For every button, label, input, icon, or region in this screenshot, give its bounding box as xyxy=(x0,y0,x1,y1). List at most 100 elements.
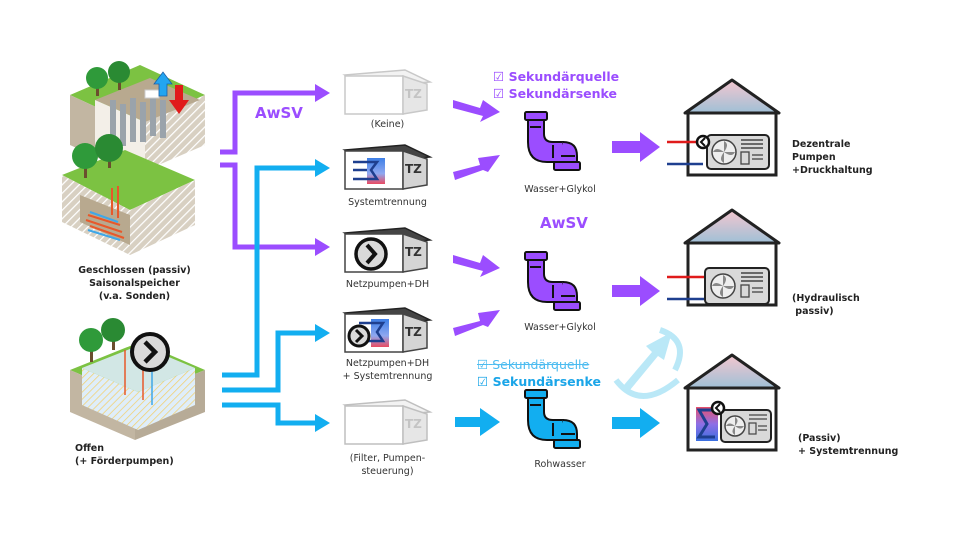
checklist-item: ☑ Sekundärsenke xyxy=(493,85,619,102)
tz-badge: TZ xyxy=(405,325,422,339)
arrow-glycol-to-decentral xyxy=(612,132,660,162)
arrow-tz-none-to-glycol xyxy=(453,100,500,122)
glycol-1-checklist: ☑ Sekundärquelle ☑ Sekundärsenke xyxy=(493,68,619,102)
pump-icon xyxy=(710,400,726,416)
optional-raw-to-hydraulic xyxy=(613,327,683,399)
arrowhead xyxy=(315,159,330,177)
heat-up-arrow-icon xyxy=(153,71,173,97)
checklist-text: Sekundärquelle xyxy=(508,69,620,84)
building-decentral-label: Dezentrale Pumpen +Druckhaltung xyxy=(792,138,873,177)
label-line: Offen xyxy=(75,443,104,454)
heat-exchanger-icon xyxy=(353,158,385,184)
arrow-tz-pump-system-to-glycol xyxy=(453,310,500,336)
tz-badge: TZ xyxy=(405,87,422,101)
connector-to-tz-system xyxy=(222,165,320,378)
tz-box-system xyxy=(342,144,433,190)
checklist-item: ☑ Sekundärsenke xyxy=(477,373,601,390)
heat-exchanger-icon xyxy=(359,319,389,347)
closed-source-label: Geschlossen (passiv) Saisonalspeicher (v… xyxy=(62,264,207,303)
label-line: + Systemtrennung xyxy=(798,446,899,457)
raw-water-label: Rohwasser xyxy=(534,459,586,470)
label-line: Saisonalspeicher xyxy=(89,278,180,289)
label-line: (Keine) xyxy=(370,119,405,130)
checkbox-checked-icon: ☑ xyxy=(477,374,489,389)
pipe-glycol-2 xyxy=(524,251,581,311)
tz-badge: TZ xyxy=(405,245,422,259)
tz-box-filter xyxy=(342,399,433,445)
collector-pipe xyxy=(85,186,125,241)
pump-icon xyxy=(354,237,388,271)
tree-icon xyxy=(79,318,125,362)
label-line: (Filter, Pumpen- xyxy=(349,453,426,464)
open-source-label: Offen (+ Förderpumpen) xyxy=(75,442,174,468)
tz-box-pump-system xyxy=(342,307,433,353)
connector-to-tz-none xyxy=(220,90,320,155)
arrow-tz-pump-to-glycol xyxy=(453,255,500,277)
checklist-text: Sekundärsenke xyxy=(492,374,601,389)
purple-connectors xyxy=(220,90,320,250)
arrowhead xyxy=(315,238,330,256)
label-line: (+ Förderpumpen) xyxy=(75,456,174,467)
tz-filter-label: (Filter, Pumpen- steuerung) xyxy=(325,452,450,478)
heat-down-arrow-icon xyxy=(169,85,189,114)
heat-pump-unit-icon xyxy=(720,409,772,443)
building-decentral xyxy=(667,78,781,177)
label-line: Netzpumpen+DH xyxy=(345,279,430,290)
label-line: Dezentrale xyxy=(792,139,851,150)
connector-to-tz-pump-system xyxy=(222,330,320,393)
label-line: Netzpumpen+DH xyxy=(345,358,430,369)
tz-pump-system-label: Netzpumpen+DH + Systemtrennung xyxy=(325,357,450,383)
pipe-glycol-1 xyxy=(524,111,581,171)
heat-pump-unit-icon xyxy=(706,134,770,170)
arrow-tz-filter-to-raw xyxy=(455,408,500,436)
label-line: Geschlossen (passiv) xyxy=(78,265,191,276)
building-hydraulic-passive xyxy=(667,208,781,307)
pump-icon xyxy=(130,332,170,372)
tz-box-pump xyxy=(342,227,433,273)
arrow-glycol-to-hydraulic xyxy=(612,276,660,306)
connector-to-tz-pump xyxy=(220,162,320,250)
tz-badge: TZ xyxy=(405,417,422,431)
blue-connectors xyxy=(222,165,320,426)
tree-icon xyxy=(86,61,130,96)
label-line: Pumpen xyxy=(792,152,836,163)
tz-badge: TZ xyxy=(405,162,422,176)
label-line: + Systemtrennung xyxy=(342,371,433,382)
building-hydraulic-label: (Hydraulisch passiv) xyxy=(792,292,860,318)
checkbox-checked-icon: ☑ xyxy=(493,69,505,84)
arrow-tz-system-to-glycol xyxy=(453,155,500,180)
connector-to-tz-filter xyxy=(222,402,320,426)
open-source-illustration xyxy=(70,318,205,440)
arrowhead xyxy=(315,414,330,432)
checkbox-checked-icon: ☑ xyxy=(493,86,505,101)
raw-water-checklist: ☑ Sekundärquelle ☑ Sekundärsenke xyxy=(477,356,601,390)
pump-icon xyxy=(347,324,371,348)
heat-exchanger-icon xyxy=(696,407,718,441)
arrowhead xyxy=(315,84,330,102)
building-passive-label: (Passiv) + Systemtrennung xyxy=(798,432,898,458)
tz-none-label: (Keine) xyxy=(345,118,430,131)
label-line: Systemtrennung xyxy=(348,197,427,208)
tz-to-media-arrows xyxy=(453,100,500,436)
awsv-connector-label: AwSV xyxy=(255,104,303,122)
closed-source-illustration xyxy=(62,61,205,255)
checklist-item: ☑ Sekundärquelle xyxy=(493,68,619,85)
label-line: (v.a. Sonden) xyxy=(98,291,171,302)
tz-system-label: Systemtrennung xyxy=(330,196,445,209)
arrowhead xyxy=(315,324,330,342)
checklist-text: Sekundärsenke xyxy=(508,86,617,101)
building-passive-system xyxy=(683,353,781,452)
label-line: steuerung) xyxy=(361,466,414,477)
purple-arrowheads xyxy=(315,84,330,256)
label-line: +Druckhaltung xyxy=(792,165,873,176)
checklist-item-struck: ☑ Sekundärquelle xyxy=(477,356,601,373)
tz-pump-label: Netzpumpen+DH xyxy=(330,278,445,291)
glycol-1-label: Wasser+Glykol xyxy=(524,184,596,195)
pump-icon xyxy=(695,134,711,150)
glycol-2-heading: AwSV xyxy=(540,214,588,232)
label-line: (Passiv) xyxy=(798,433,841,444)
media-to-building-arrows xyxy=(612,132,683,438)
label-line: passiv) xyxy=(792,306,834,317)
blue-arrowheads xyxy=(315,159,330,432)
